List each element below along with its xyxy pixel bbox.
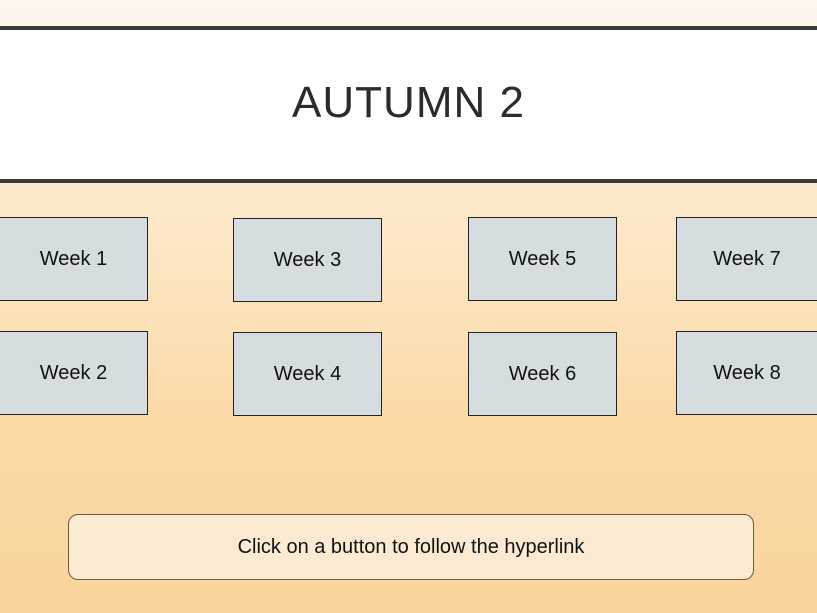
- week-8-button[interactable]: Week 8: [676, 331, 817, 415]
- week-2-button[interactable]: Week 2: [0, 331, 148, 415]
- week-5-button[interactable]: Week 5: [468, 217, 617, 301]
- week-3-button[interactable]: Week 3: [233, 218, 382, 302]
- week-1-button[interactable]: Week 1: [0, 217, 148, 301]
- week-4-button[interactable]: Week 4: [233, 332, 382, 416]
- hyperlink-hint: Click on a button to follow the hyperlin…: [68, 514, 754, 580]
- page-title: AUTUMN 2: [292, 77, 525, 127]
- title-banner: AUTUMN 2: [0, 26, 817, 183]
- week-7-button[interactable]: Week 7: [676, 217, 817, 301]
- week-6-button[interactable]: Week 6: [468, 332, 617, 416]
